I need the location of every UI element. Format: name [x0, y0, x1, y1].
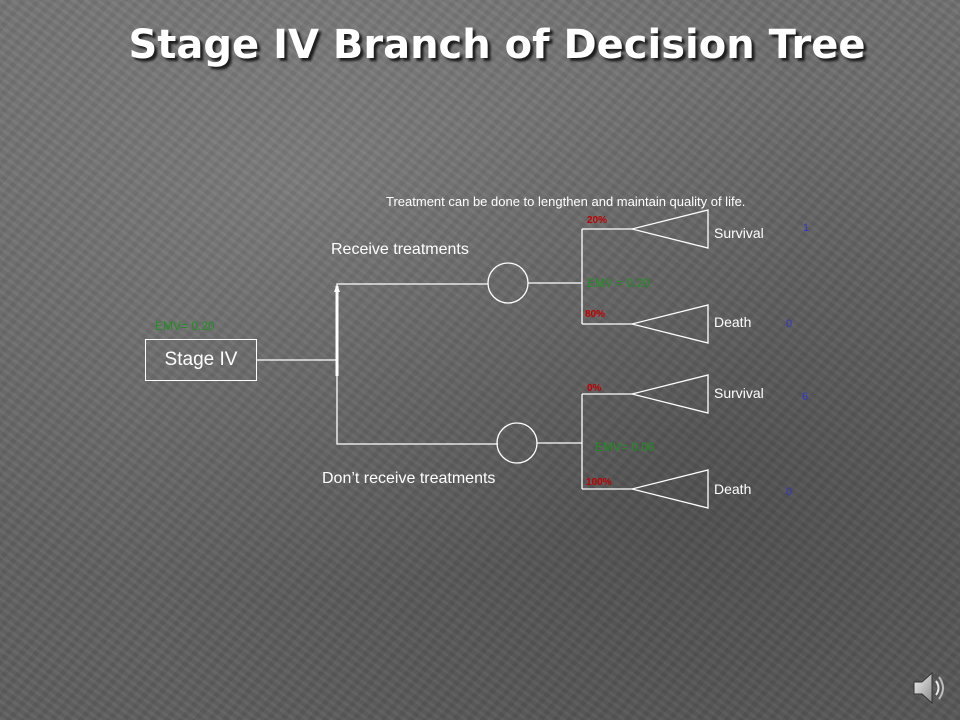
root-emv-label: EMV= 0.20 [155, 319, 215, 333]
speaker-icon[interactable] [910, 668, 950, 708]
root-node-stage-iv: Stage IV [145, 339, 257, 381]
value-notreat-death: 0 [786, 486, 793, 498]
chance-node-treat [487, 262, 529, 304]
outcome-notreat-death: Death [714, 481, 752, 497]
value-treat-survival: 1 [803, 222, 810, 234]
slide-title: Stage IV Branch of Decision Tree [128, 22, 866, 68]
branch-label-receive: Receive treatments [331, 241, 469, 258]
prob-notreat-death: 100% [586, 477, 612, 488]
terminal-triangle-treat-survival [631, 209, 709, 249]
prob-treat-survival: 20% [587, 215, 608, 226]
treat-emv-label: EMV = 0.20 [587, 276, 651, 290]
treatment-note: Treatment can be done to lengthen and ma… [386, 194, 746, 209]
value-notreat-survival: 6 [802, 391, 809, 403]
outcome-treat-death: Death [714, 314, 752, 330]
outcome-notreat-survival: Survival [714, 385, 764, 401]
terminal-triangle-notreat-survival [631, 374, 709, 414]
terminal-triangle-treat-death [631, 304, 709, 344]
terminal-triangle-notreat-death [631, 469, 709, 509]
prob-treat-death: 80% [585, 309, 606, 320]
outcome-treat-survival: Survival [714, 225, 764, 241]
prob-notreat-survival: 0% [587, 383, 602, 394]
no-treat-emv-label: EMV= 0.06 [595, 440, 655, 454]
chance-node-no-treat [496, 422, 538, 464]
root-node-label: Stage IV [164, 349, 238, 370]
branch-label-dont-receive: Don’t receive treatments [322, 470, 496, 487]
value-treat-death: 0 [786, 318, 793, 330]
